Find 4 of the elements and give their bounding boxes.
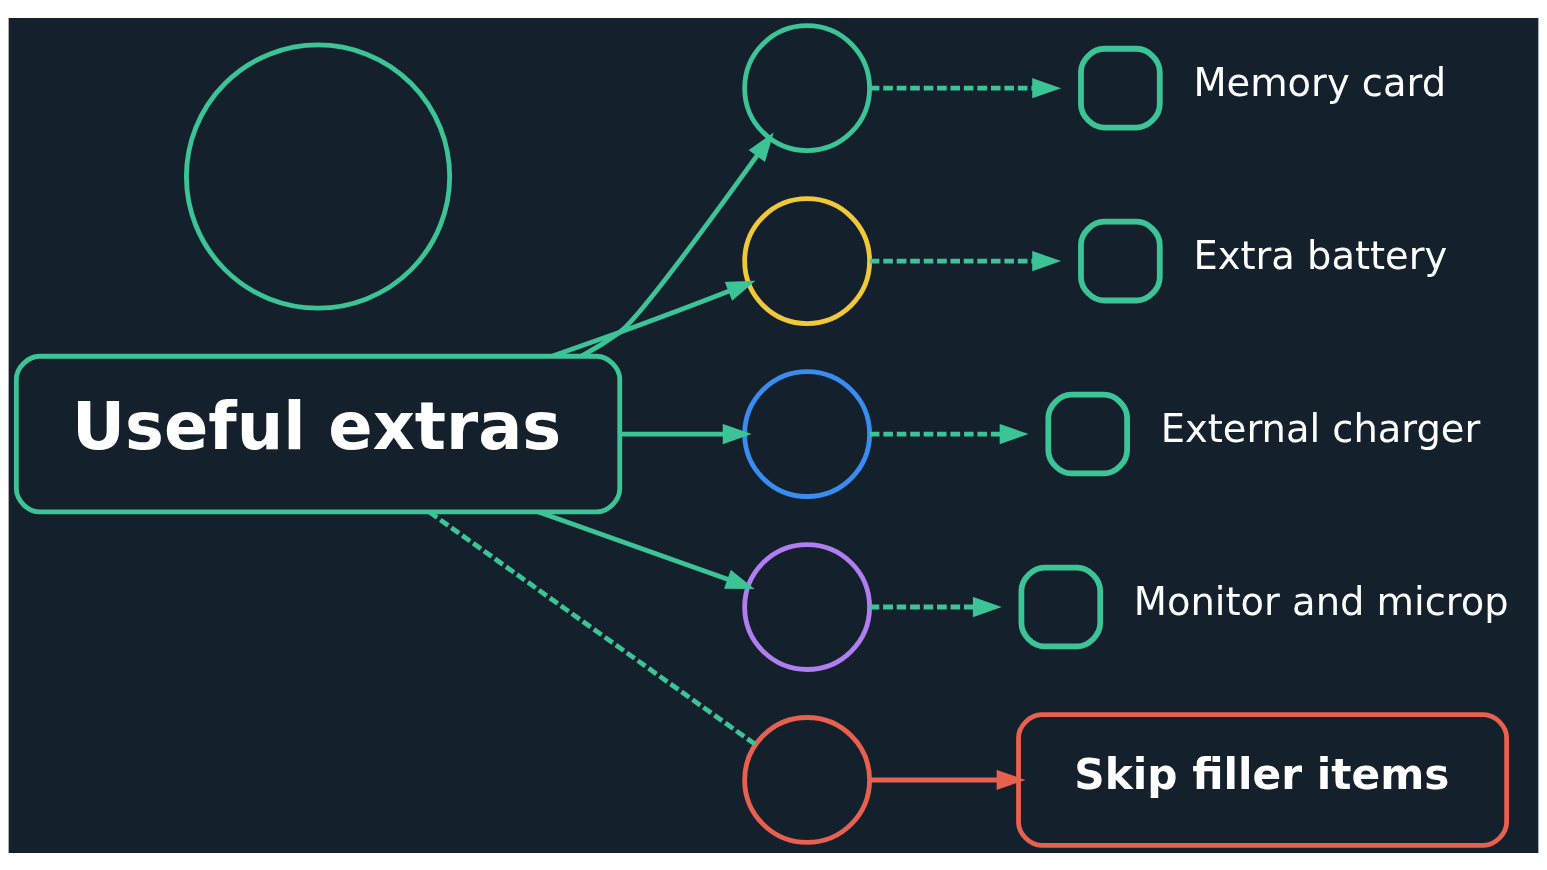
node-label: Extra battery — [1193, 232, 1448, 278]
node-label: External charger — [1160, 405, 1481, 451]
node-label: Memory card — [1193, 59, 1447, 105]
node-label: Monitor and microp — [1133, 578, 1509, 624]
